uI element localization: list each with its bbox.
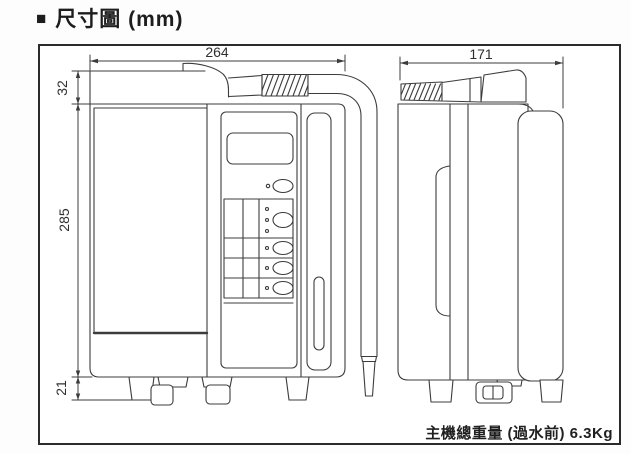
front-view-drawing	[89, 62, 378, 406]
side-feet	[428, 379, 564, 404]
hose-nozzle	[360, 355, 378, 397]
panel-button	[272, 211, 294, 229]
front-spout	[182, 62, 263, 98]
panel-button	[272, 280, 294, 296]
side-groove	[435, 165, 451, 317]
side-right-foot	[539, 379, 564, 403]
weight-note: 主機總重量 (過水前) 6.3Kg	[425, 425, 613, 442]
display-window	[226, 132, 294, 165]
front-foot-height-dim-label: 21	[53, 380, 69, 396]
front-flex-hose-section	[261, 73, 309, 97]
side-lid-step	[517, 103, 534, 112]
front-right-foot	[285, 376, 310, 401]
title-square-marker-icon: ■	[36, 8, 48, 28]
title-text: 尺寸圖 (mm)	[55, 8, 184, 31]
hose-tube	[307, 73, 378, 358]
front-fitting-2-lower	[205, 384, 231, 405]
dimension-lines	[71, 54, 564, 401]
dimension-arrows	[75, 58, 563, 400]
panel-button	[272, 240, 294, 256]
front-body-height-dim-label: 285	[56, 208, 72, 232]
front-feet	[128, 376, 310, 406]
side-left-foot	[428, 379, 454, 403]
front-body-outline	[89, 70, 346, 378]
right-strip	[306, 112, 332, 371]
side-depth-dim-label: 171	[469, 46, 493, 62]
front-lid-height-dim-label: 32	[54, 80, 70, 96]
side-spout-head	[480, 69, 527, 103]
panel-button	[272, 178, 294, 194]
panel-button	[272, 260, 294, 276]
front-left-foot	[128, 376, 155, 401]
side-back-rail	[517, 110, 564, 382]
level-slot	[313, 276, 325, 351]
indicator-led	[265, 183, 271, 189]
front-fitting-1-lower	[150, 384, 174, 406]
page-title: ■ 尺寸圖 (mm)	[36, 3, 183, 33]
side-view-drawing	[397, 69, 564, 404]
side-body-outline	[397, 103, 529, 381]
control-panel	[220, 111, 298, 369]
front-door-panel	[93, 107, 208, 333]
front-width-dim-label: 264	[205, 44, 229, 60]
button-grid	[223, 198, 294, 299]
